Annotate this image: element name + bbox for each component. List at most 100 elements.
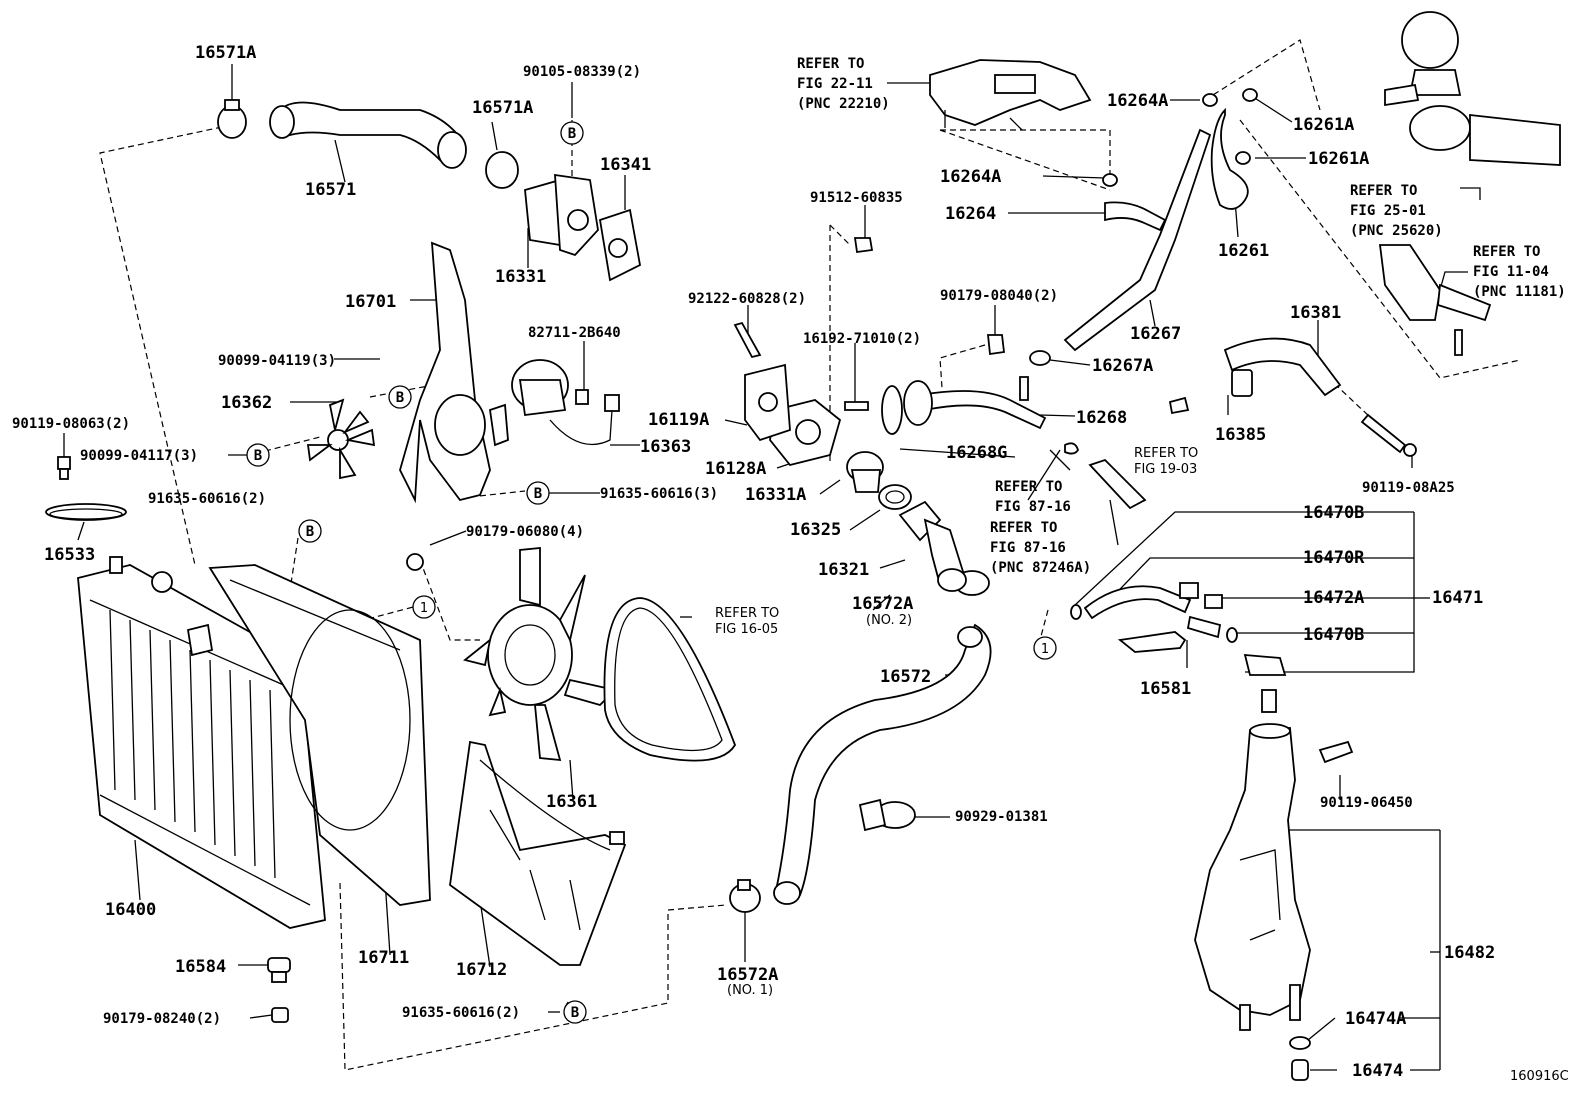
svg-text:B: B xyxy=(571,1005,579,1021)
fan-motor-16363 xyxy=(511,359,620,446)
fan-16362 xyxy=(306,398,376,480)
refer-fig-11-04: REFER TO FIG 11-04 (PNC 11181) xyxy=(1473,244,1566,300)
label-91512: 91512-60835 xyxy=(810,190,903,206)
label-82711: 82711-2B640 xyxy=(528,325,621,341)
upper-radiator-hose xyxy=(269,101,467,169)
radiator-16400 xyxy=(77,556,326,929)
hose-clamp-90929 xyxy=(858,798,916,832)
svg-text:B: B xyxy=(534,486,542,502)
svg-text:FIG 87-16: FIG 87-16 xyxy=(990,540,1066,556)
refer-fig-19-03: REFER TO FIG 19-03 xyxy=(1134,446,1198,477)
marker-b-91635-left: B xyxy=(298,519,322,543)
label-16571: 16571 xyxy=(305,180,356,200)
label-90119-08063: 90119-08063(2) xyxy=(12,416,130,432)
label-16264: 16264 xyxy=(945,204,996,224)
marker-b-90105: B xyxy=(560,121,584,145)
stud-16192 xyxy=(844,401,869,411)
marker-1-left: 1 xyxy=(412,595,436,619)
refer-notes: REFER TO FIG 22-11 (PNC 22210) REFER TO … xyxy=(715,56,1566,637)
rubber-band-16533 xyxy=(45,503,127,521)
svg-text:REFER TO: REFER TO xyxy=(1350,183,1417,199)
label-16711: 16711 xyxy=(358,948,409,968)
bracket-16381 xyxy=(1223,337,1342,397)
bracket-16581 xyxy=(1117,631,1187,653)
svg-text:REFER TO: REFER TO xyxy=(995,479,1062,495)
svg-text:B: B xyxy=(306,524,314,540)
svg-text:FIG 16-05: FIG 16-05 xyxy=(715,622,778,637)
reserve-hose-16470 xyxy=(1083,582,1223,639)
hose-16261 xyxy=(1210,107,1249,210)
label-16471: 16471 xyxy=(1432,588,1483,608)
water-inlet-16321 xyxy=(898,500,967,592)
label-16381: 16381 xyxy=(1290,303,1341,323)
label-16474A: 16474A xyxy=(1345,1009,1406,1029)
label-16321: 16321 xyxy=(818,560,869,580)
refer-fig-87-16-a: REFER TO FIG 87-16 xyxy=(995,479,1071,515)
label-16261A-top: 16261A xyxy=(1293,115,1354,135)
svg-text:REFER TO: REFER TO xyxy=(1134,446,1198,461)
refer-fig-87-16-b: REFER TO FIG 87-16 (PNC 87246A) xyxy=(990,520,1091,576)
label-16470B-bot: 16470B xyxy=(1303,625,1364,645)
gasket-16268G xyxy=(881,385,903,435)
svg-text:FIG 25-01: FIG 25-01 xyxy=(1350,203,1426,219)
svg-text:REFER TO: REFER TO xyxy=(1473,244,1540,260)
fan-16361 xyxy=(463,547,617,762)
marker-b-91635-bottom: B xyxy=(563,1000,587,1024)
label-16192: 16192-71010(2) xyxy=(803,331,921,347)
label-90179-08040: 90179-08040(2) xyxy=(940,288,1058,304)
lower-shroud-16712 xyxy=(449,740,627,966)
bolt-90119-06450 xyxy=(1318,740,1354,764)
label-16361: 16361 xyxy=(546,792,597,812)
label-16362: 16362 xyxy=(221,393,272,413)
label-16268G: 16268G xyxy=(946,443,1007,463)
bolt-90119-08A25 xyxy=(1360,413,1417,457)
shroud-16711 xyxy=(208,564,431,906)
label-16572A-no2-sub: (NO. 2) xyxy=(866,613,912,628)
drain-16474A xyxy=(1289,1036,1311,1050)
hose-16267 xyxy=(1063,128,1212,352)
lower-radiator-hose-16572 xyxy=(773,623,992,905)
part-labels: 16571A 16571 16571A 90105-08339(2) 16341… xyxy=(12,43,1495,1081)
hose-clamp-16267A xyxy=(1029,350,1051,366)
label-16261A-mid: 16261A xyxy=(1308,149,1369,169)
label-16331: 16331 xyxy=(495,267,546,287)
label-16267: 16267 xyxy=(1130,324,1181,344)
radiator-fins xyxy=(109,609,276,879)
label-16572: 16572 xyxy=(880,667,931,687)
hose-clamp-16571A-mid xyxy=(485,151,519,189)
ref-pipe-87 xyxy=(1064,442,1147,510)
reserve-tank-16482 xyxy=(1194,723,1311,1031)
label-91635-bottom: 91635-60616(2) xyxy=(402,1005,520,1021)
svg-text:FIG 11-04: FIG 11-04 xyxy=(1473,264,1549,280)
stud-92122 xyxy=(733,321,762,359)
drive-belt xyxy=(603,597,736,762)
water-outlet-16331 xyxy=(524,173,599,257)
water-bypass-ref xyxy=(1378,244,1492,356)
marker-b-91635-mid: B xyxy=(526,481,550,505)
label-90099-04117: 90099-04117(3) xyxy=(80,448,198,464)
svg-text:B: B xyxy=(396,390,404,406)
gasket-16325 xyxy=(878,484,912,510)
bolt-near-16385 xyxy=(1168,396,1190,415)
svg-text:REFER TO: REFER TO xyxy=(990,520,1057,536)
label-90179-08240: 90179-08240(2) xyxy=(103,1011,221,1027)
cushion-16385 xyxy=(1231,369,1253,397)
marker-b-90099-04119: B xyxy=(388,385,412,409)
label-16712: 16712 xyxy=(456,960,507,980)
label-16470R: 16470R xyxy=(1303,548,1365,568)
label-16571A-top: 16571A xyxy=(195,43,256,63)
label-16470B-top: 16470B xyxy=(1303,503,1364,523)
tank-cap xyxy=(1243,653,1287,713)
figure-id: 160916C xyxy=(1510,1069,1569,1084)
refer-fig-22-11: REFER TO FIG 22-11 (PNC 22210) xyxy=(797,56,930,112)
label-91635-mid: 91635-60616(3) xyxy=(600,486,718,502)
label-16572A-no1-sub: (NO. 1) xyxy=(727,983,773,998)
label-16331A: 16331A xyxy=(745,485,806,505)
label-16268: 16268 xyxy=(1076,408,1127,428)
hose-clamps-16470B xyxy=(1070,604,1238,643)
drain-plug-16584 xyxy=(267,957,291,983)
label-16572A-no2: 16572A xyxy=(852,594,913,614)
label-16341: 16341 xyxy=(600,155,651,175)
plug-16474 xyxy=(1291,1059,1309,1081)
svg-text:FIG 19-03: FIG 19-03 xyxy=(1134,462,1197,477)
